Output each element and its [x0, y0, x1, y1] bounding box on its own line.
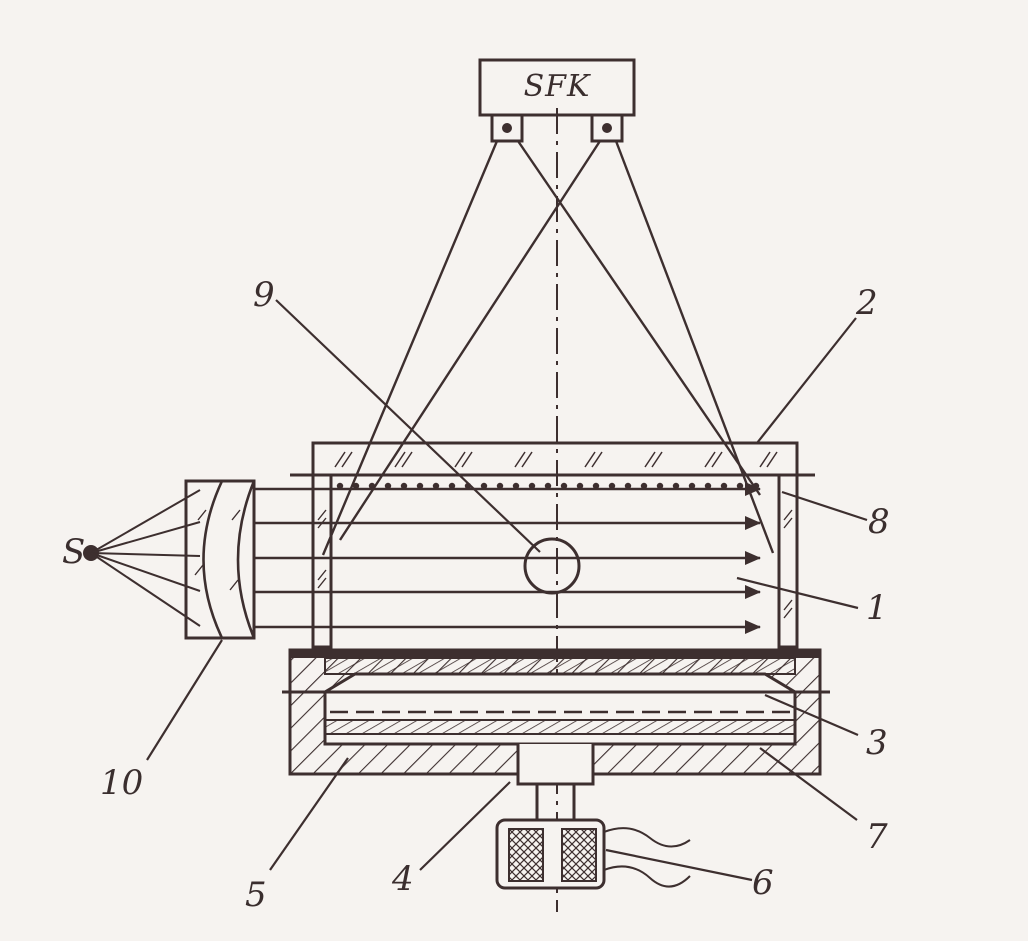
- test-object-circle: [523, 537, 581, 595]
- side-glass-walls: [311, 473, 799, 649]
- callout-10: 10: [100, 763, 143, 803]
- light-source: [83, 489, 201, 627]
- callout-9: 9: [253, 275, 275, 315]
- callout-6: 6: [752, 863, 774, 903]
- parallel-light-beams: [254, 482, 761, 634]
- callout-5: 5: [245, 875, 267, 915]
- sfk-label: SFK: [524, 69, 591, 104]
- camera-sight-lines: [321, 140, 775, 556]
- callout-1: 1: [866, 588, 888, 628]
- callout-2: 2: [855, 283, 878, 323]
- base-assembly: [282, 648, 830, 786]
- source-label: S: [62, 532, 85, 572]
- callout-3: 3: [866, 723, 888, 763]
- top-glass-plate: [290, 441, 815, 477]
- callout-7: 7: [866, 817, 888, 857]
- stem-and-coil: [495, 782, 691, 890]
- callout-4: 4: [391, 859, 414, 899]
- callout-leaders: [146, 299, 868, 882]
- callout-8: 8: [868, 502, 890, 542]
- collimating-lens: [184, 479, 256, 640]
